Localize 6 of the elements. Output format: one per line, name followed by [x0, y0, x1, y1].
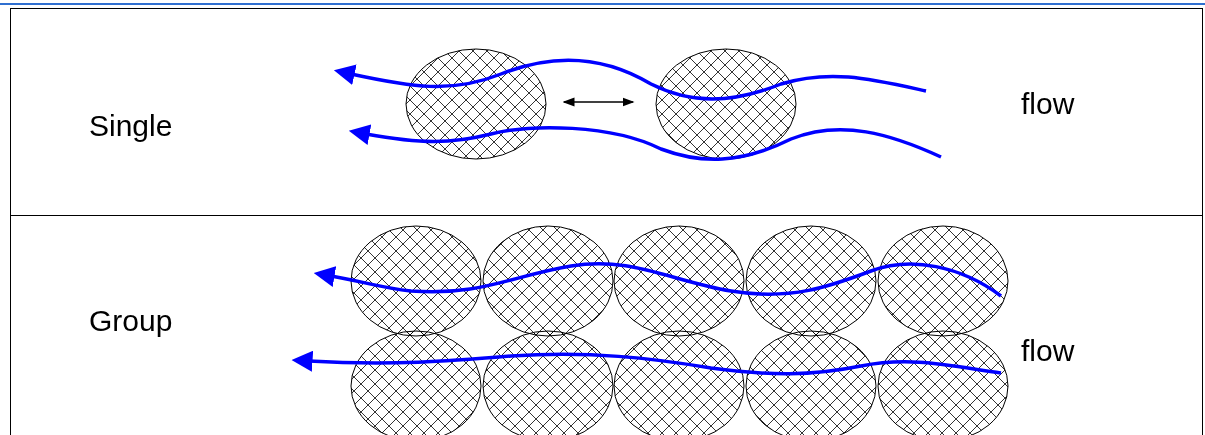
flow-label: flow — [1021, 334, 1075, 368]
row-label: Single — [89, 109, 173, 143]
table-row-panel — [10, 8, 1203, 216]
table-row-panel — [10, 215, 1203, 435]
row-label: Group — [89, 304, 173, 338]
flow-label: flow — [1021, 87, 1075, 121]
